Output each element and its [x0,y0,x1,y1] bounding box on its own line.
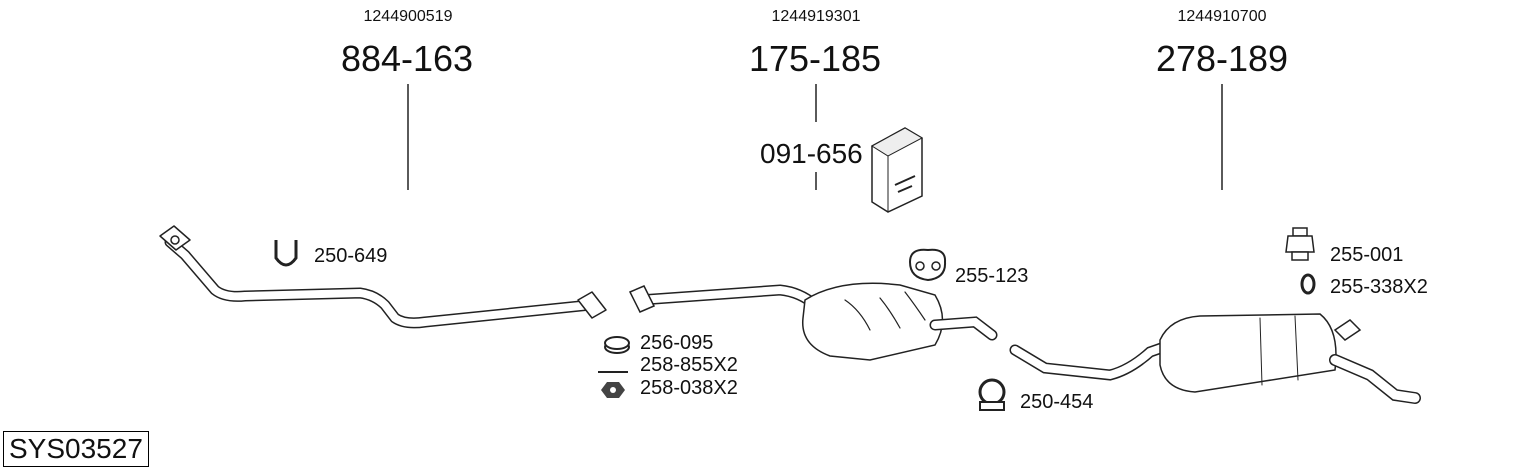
system-id: SYS03527 [3,431,149,467]
label-gasket[interactable]: 256-095 [640,332,714,354]
label-nut[interactable]: 258-038X2 [640,377,738,399]
nut-icon [601,382,625,398]
label-hanger[interactable]: 255-123 [955,265,1029,287]
front-pipe [159,225,607,329]
center-muffler [628,282,998,361]
label-clamp-rear[interactable]: 250-454 [1020,391,1094,413]
oe-number-2: 1244919301 [771,8,861,25]
ring-icon [1300,273,1316,295]
rubber-mount-icon [1285,227,1315,261]
label-clamp-front[interactable]: 250-649 [314,245,388,267]
kit-label[interactable]: 091-656 [760,138,863,169]
hanger-icon [908,248,947,282]
oe-number-3: 1244910700 [1177,8,1267,25]
u-clamp-icon [274,240,298,267]
rear-muffler [1009,313,1421,404]
label-rubber-mount[interactable]: 255-001 [1330,244,1404,266]
label-ring[interactable]: 255-338X2 [1330,276,1428,298]
clamp-rear-icon [978,378,1006,411]
part-number-2[interactable]: 175-185 [748,38,882,79]
part-number-3[interactable]: 278-189 [1155,38,1289,79]
kit-box-icon [871,127,924,213]
part-number-1[interactable]: 884-163 [340,38,474,79]
gasket-icon [604,336,630,354]
label-bolt[interactable]: 258-855X2 [640,354,738,376]
oe-number-1: 1244900519 [363,8,453,25]
